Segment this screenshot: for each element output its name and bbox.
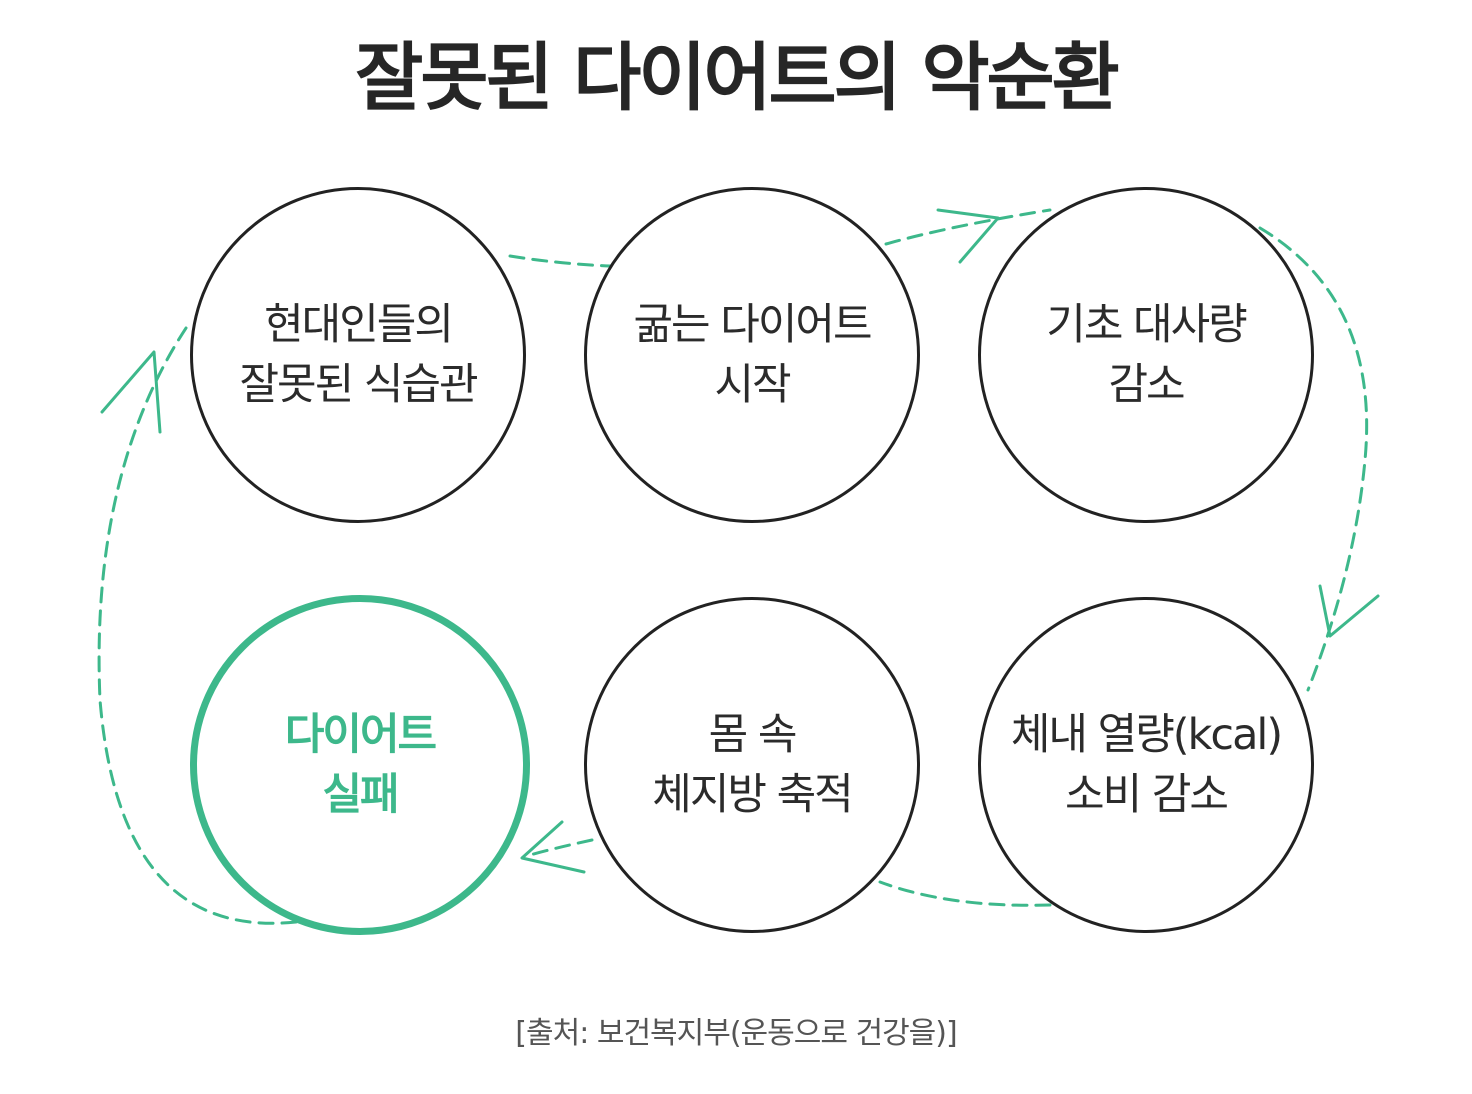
node-fat-accumulation: 몸 속 체지방 축적 <box>584 597 920 933</box>
node-bad-habits: 현대인들의 잘못된 식습관 <box>190 187 526 523</box>
node-bmr-decrease: 기초 대사량 감소 <box>978 187 1314 523</box>
node-label-line: 시작 <box>714 360 791 410</box>
node-starvation-diet: 굶는 다이어트 시작 <box>584 187 920 523</box>
node-label-line: 기초 대사량 <box>1046 300 1247 350</box>
node-label-line: 굶는 다이어트 <box>633 300 872 350</box>
arrow-bmr-to-calorie <box>1258 226 1369 692</box>
arrow-habits-to-diet <box>508 254 612 268</box>
arrow-calorie-to-fat <box>878 880 1052 907</box>
node-label-line: 소비 감소 <box>1065 770 1229 820</box>
arrow-fat-to-failure <box>528 838 594 857</box>
node-label-line: 실패 <box>322 770 399 820</box>
arrowhead-right-icon <box>936 208 1000 264</box>
node-calorie-burn-decrease: 체내 열량(kcal) 소비 감소 <box>978 597 1314 933</box>
node-label-line: 체지방 축적 <box>652 770 853 820</box>
node-label-line: 잘못된 식습관 <box>239 360 478 410</box>
arrow-diet-to-bmr <box>884 208 1052 246</box>
arrowhead-down-icon <box>1318 584 1380 638</box>
node-label-line: 현대인들의 <box>264 300 454 350</box>
node-diet-failure: 다이어트 실패 <box>190 595 530 935</box>
page-title: 잘못된 다이어트의 악순환 <box>355 35 1119 121</box>
node-label-line: 다이어트 <box>284 710 437 760</box>
node-label-line: 감소 <box>1108 360 1185 410</box>
arrowhead-left-icon <box>520 820 586 874</box>
node-label-line: 체내 열량(kcal) <box>1010 710 1283 760</box>
source-citation: [출처: 보건복지부(운동으로 건강을)] <box>515 1016 957 1051</box>
node-label-line: 몸 속 <box>708 710 798 760</box>
arrow-failure-to-habits <box>97 320 298 925</box>
arrowhead-up-icon <box>100 350 162 434</box>
